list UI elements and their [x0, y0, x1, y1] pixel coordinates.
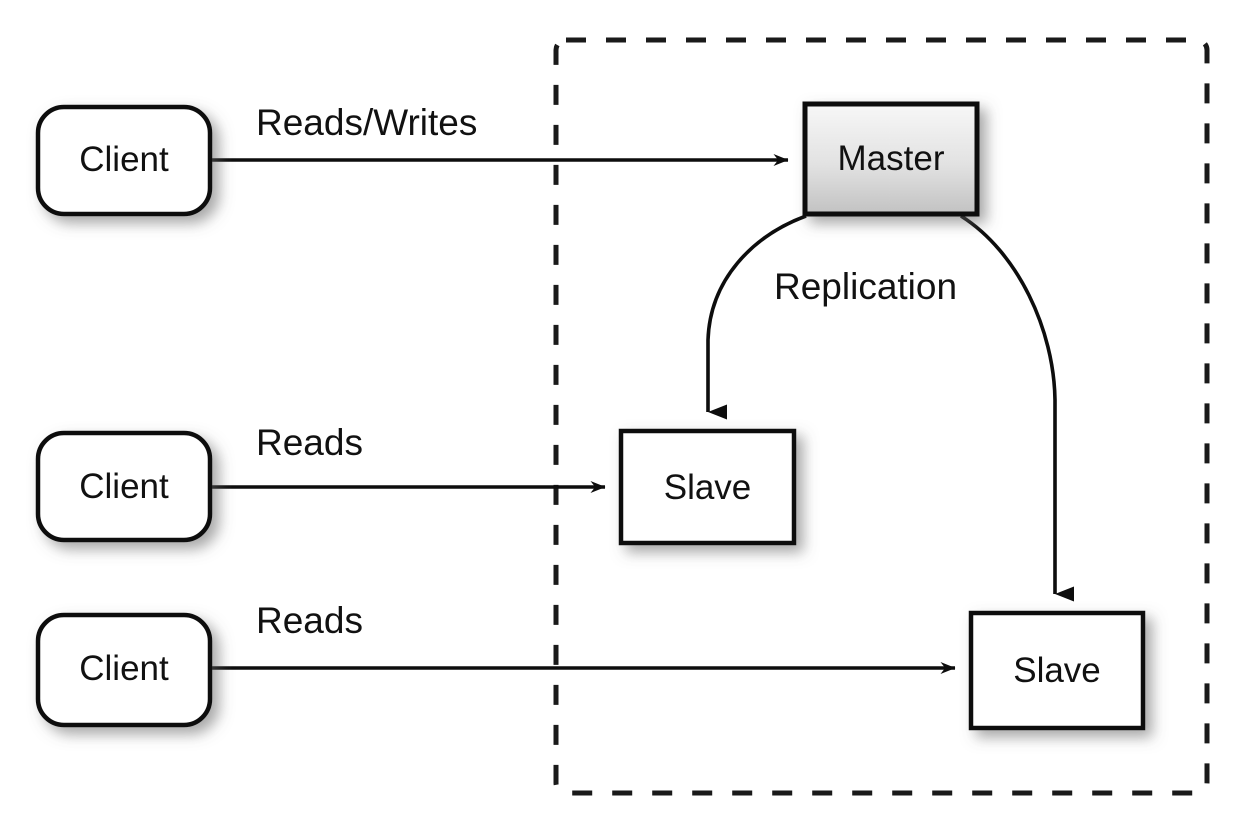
- node-slave-1[interactable]: [618, 428, 797, 546]
- edge-master-slave2-curve: [960, 214, 1074, 602]
- node-slave-2[interactable]: [968, 610, 1146, 731]
- edge-master-slave1-curve: [706, 214, 807, 420]
- node-master[interactable]: [802, 101, 980, 217]
- node-client-2[interactable]: [35, 430, 213, 543]
- database-cluster-boundary: [553, 37, 1210, 796]
- node-client-1[interactable]: [35, 104, 213, 217]
- node-client-3[interactable]: [35, 612, 213, 728]
